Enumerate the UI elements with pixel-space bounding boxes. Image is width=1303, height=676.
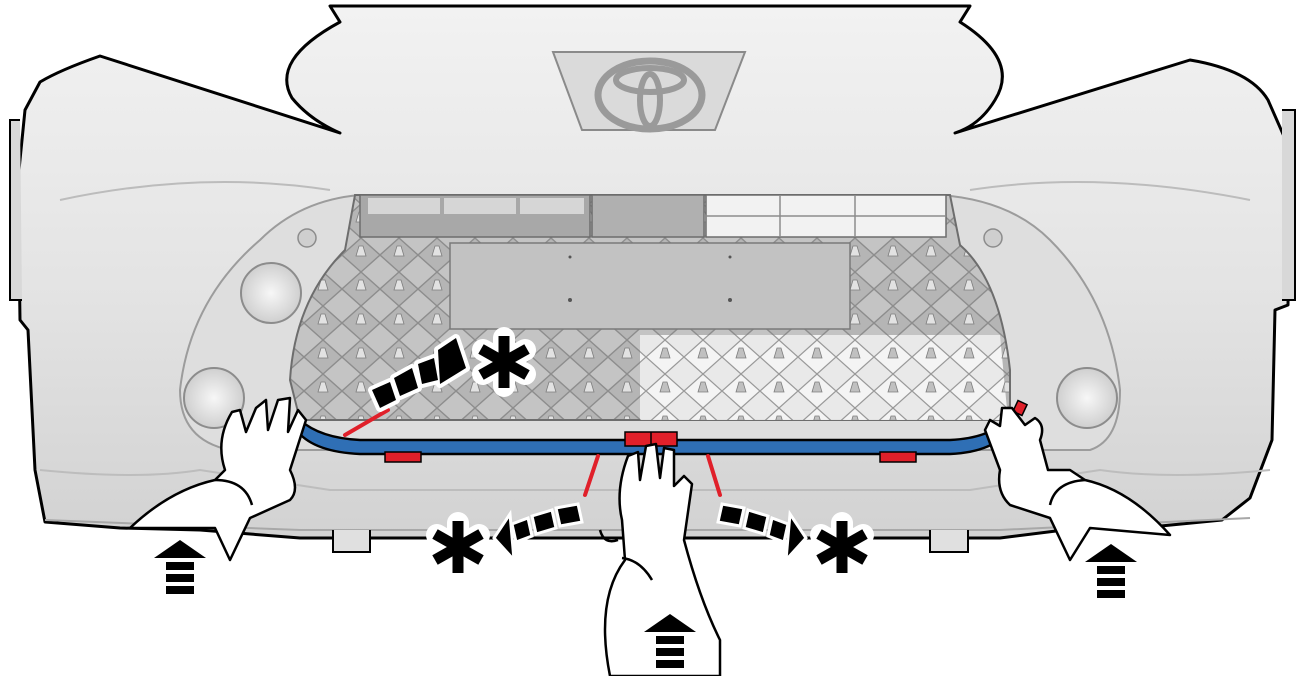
asterisk-icon — [481, 336, 527, 388]
push-up-arrow-icon — [154, 540, 206, 594]
asterisk-icon — [819, 521, 865, 573]
clip-right — [880, 452, 916, 462]
asterisk-icon — [435, 521, 481, 573]
license-plate-mount — [450, 243, 850, 329]
emblem-recess — [553, 52, 745, 130]
push-up-arrow-icon — [1085, 544, 1137, 598]
clip-left — [385, 452, 421, 462]
